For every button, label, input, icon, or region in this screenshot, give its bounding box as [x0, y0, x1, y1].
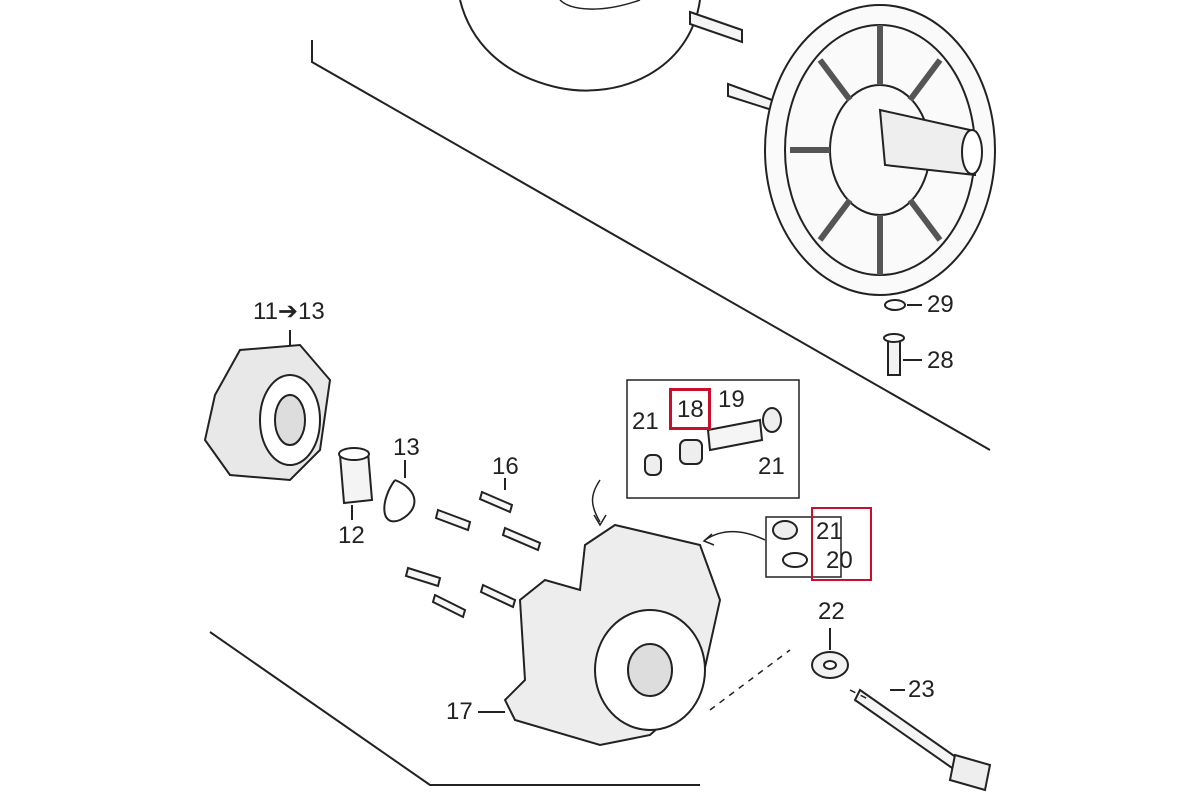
section-line-bottom [209, 631, 700, 786]
part-11-hub [203, 330, 332, 482]
inset-box-bushings [591, 379, 800, 527]
callout-19: 19 [718, 386, 745, 413]
part-28-bolt [883, 333, 922, 376]
callout-21-right: 21 [758, 453, 785, 480]
callout-21-seal: 21 [816, 518, 843, 545]
part-16-bolts [404, 478, 542, 619]
callout-17: 17 [446, 698, 473, 725]
highlight-box-part-18 [669, 388, 711, 430]
callout-20: 20 [826, 547, 853, 574]
part-23-bolt [853, 688, 992, 792]
drive-sheave-part [459, 0, 996, 296]
callout-23: 23 [908, 676, 935, 703]
part-22-washer [811, 628, 849, 679]
highlight-box-parts-20-21 [811, 507, 872, 581]
callout-29: 29 [927, 291, 954, 318]
callout-22: 22 [818, 598, 845, 625]
callout-18: 18 [677, 396, 704, 423]
part-17-housing [478, 523, 722, 747]
part-12-bushing [338, 447, 374, 520]
section-line-top [311, 40, 991, 451]
callout-16: 16 [492, 453, 519, 480]
callout-11-13: 11➔13 [253, 298, 325, 325]
inset-box-seal [702, 516, 842, 578]
part-13-ring [383, 460, 416, 523]
callout-21-left: 21 [632, 408, 659, 435]
callout-13: 13 [393, 434, 420, 461]
callout-12: 12 [338, 522, 365, 549]
callout-28: 28 [927, 347, 954, 374]
part-29-washer [884, 299, 922, 311]
